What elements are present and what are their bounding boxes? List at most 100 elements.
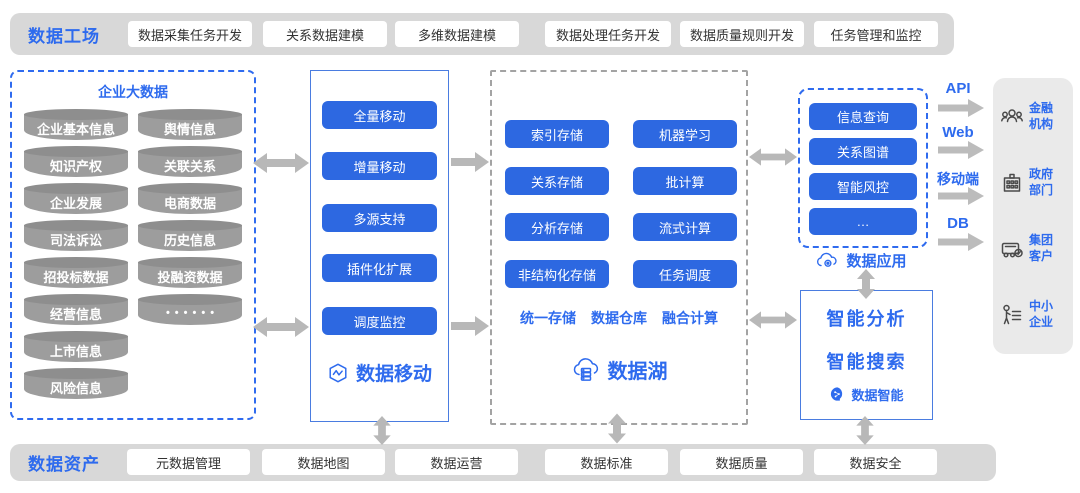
customer-finance: 金融机构 [993,101,1073,132]
data-app-title: 数据应用 [846,253,907,270]
db-cylinder: 历史信息 [138,220,242,251]
connector-lake-intelligence [749,310,797,330]
button-index-storage[interactable]: 索引存储 [505,120,609,148]
db-cylinder: 企业发展 [24,183,128,214]
db-cylinder: 企业基本信息 [24,109,128,140]
connector-intelligence-asset [856,416,874,445]
customer-government: 政府部门 [993,167,1073,198]
db-cylinder: 风险信息 [24,368,128,399]
data-intelligence-row: 数据智能 [801,385,932,404]
pill-data-standard[interactable]: 数据标准 [545,449,668,475]
pill-data-map[interactable]: 数据地图 [262,449,385,475]
customer-sme: 中小企业 [993,299,1073,330]
connector-lake-app [749,147,797,167]
button-machine-learning[interactable]: 机器学习 [633,120,737,148]
channel-api-label: API [945,80,971,97]
pill-data-operation[interactable]: 数据运营 [395,449,518,475]
db-cylinder: 招投标数据 [24,257,128,288]
data-lake-title: 数据湖 [607,361,668,383]
channel-web-label: Web [942,124,974,141]
connector-enterprise-mobility-top [253,152,309,174]
button-full-move[interactable]: 全量移动 [322,101,437,129]
pill-multidim-modeling[interactable]: 多维数据建模 [395,21,519,47]
data-asset-bar: 数据资产 元数据管理 数据地图 数据运营 数据标准 数据质量 数据安全 [10,444,996,481]
caption-unified-storage: 统一存储 [520,310,576,326]
pill-data-security[interactable]: 数据安全 [814,449,937,475]
connector-mobility-lake-top [451,151,489,173]
db-cylinder: 关联关系 [138,146,242,177]
caption-fusion-compute: 融合计算 [662,310,718,326]
data-app-title-row: 数据应用 [798,250,924,271]
connector-lake-asset [608,412,626,445]
button-schedule-monitor[interactable]: 调度监控 [322,307,437,335]
button-task-schedule[interactable]: 任务调度 [633,260,737,288]
lake-captions: 统一存储 数据仓库 融合计算 [492,308,746,328]
enterprise-bigdata-title: 企业大数据 [98,84,168,100]
pill-data-quality[interactable]: 数据质量 [680,449,803,475]
pill-quality-rule-dev[interactable]: 数据质量规则开发 [680,21,804,47]
intelligent-search-label: 智能搜索 [826,352,907,372]
button-stream-compute[interactable]: 流式计算 [633,213,737,241]
button-relation-graph[interactable]: 关系图谱 [809,138,917,165]
customer-finance-label: 金融机构 [1029,101,1054,131]
db-cylinder: 司法诉讼 [24,220,128,251]
button-smart-risk[interactable]: 智能风控 [809,173,917,200]
button-multi-source[interactable]: 多源支持 [322,204,437,232]
button-incr-move[interactable]: 增量移动 [322,152,437,180]
enterprise-bigdata-box: 企业大数据 企业基本信息 知识产权 企业发展 司法诉讼 招投标数据 经营信息 上… [10,70,256,420]
connector-app-intelligence [857,267,875,301]
pill-data-processing-dev[interactable]: 数据处理任务开发 [545,21,671,47]
hexagon-pulse-icon [327,362,349,384]
government-building-icon [999,170,1025,196]
data-lake-title-row: 数据湖 [492,355,746,384]
channel-web-arrow [938,141,984,159]
channel-api-arrow [938,99,984,117]
customer-sme-label: 中小企业 [1029,299,1054,329]
brain-icon [829,386,846,403]
db-cylinder: 上市信息 [24,331,128,362]
button-batch-compute[interactable]: 批计算 [633,167,737,195]
channel-mobile-arrow [938,187,984,205]
button-unstructured-storage[interactable]: 非结构化存储 [505,260,609,288]
data-lake-box: 索引存储 关系存储 分析存储 非结构化存储 机器学习 批计算 流式计算 任务调度… [490,70,748,425]
db-cylinder: 电商数据 [138,183,242,214]
data-intelligence-label: 数据智能 [851,388,904,403]
caption-data-warehouse: 数据仓库 [591,310,647,326]
db-cylinder: 经营信息 [24,294,128,325]
db-cylinder: 投融资数据 [138,257,242,288]
cloud-gear-icon [815,251,839,270]
connector-mobility-asset [373,416,391,445]
channel-db-arrow [938,233,984,251]
db-cylinder: 知识产权 [24,146,128,177]
button-relational-storage[interactable]: 关系存储 [505,167,609,195]
data-mobility-box: 全量移动 增量移动 多源支持 插件化扩展 调度监控 数据移动 [310,70,449,422]
customer-government-label: 政府部门 [1029,167,1054,197]
channel-db-label: DB [947,215,969,232]
pill-metadata-mgmt[interactable]: 元数据管理 [127,449,250,475]
intelligent-analysis-label: 智能分析 [826,309,907,329]
data-app-box: 信息查询 关系图谱 智能风控 … [798,88,928,248]
db-cylinder-more: •••••• [138,294,242,325]
intelligence-box: 智能分析 智能搜索 数据智能 [800,290,933,420]
data-factory-bar: 数据工场 数据采集任务开发 关系数据建模 多维数据建模 数据处理任务开发 数据质… [10,13,954,55]
connector-mobility-lake-bottom [451,315,489,337]
finance-institution-icon [999,104,1025,130]
connector-enterprise-mobility-bottom [253,316,309,338]
pill-data-collection-dev[interactable]: 数据采集任务开发 [128,21,252,47]
sme-person-list-icon [999,302,1025,328]
pill-task-management[interactable]: 任务管理和监控 [814,21,938,47]
button-analytic-storage[interactable]: 分析存储 [505,213,609,241]
customer-group-label: 集团客户 [1029,233,1054,263]
group-customer-vehicle-icon [999,236,1025,262]
data-asset-title: 数据资产 [28,455,100,474]
button-more[interactable]: … [809,208,917,235]
data-mobility-title: 数据移动 [355,364,432,385]
pill-relational-modeling[interactable]: 关系数据建模 [263,21,387,47]
button-info-query[interactable]: 信息查询 [809,103,917,130]
channel-mobile-label: 移动端 [937,171,979,187]
customer-group: 集团客户 [993,233,1073,264]
data-mobility-title-row: 数据移动 [311,359,448,386]
cloud-database-icon [571,357,601,383]
button-plugin-ext[interactable]: 插件化扩展 [322,254,437,282]
